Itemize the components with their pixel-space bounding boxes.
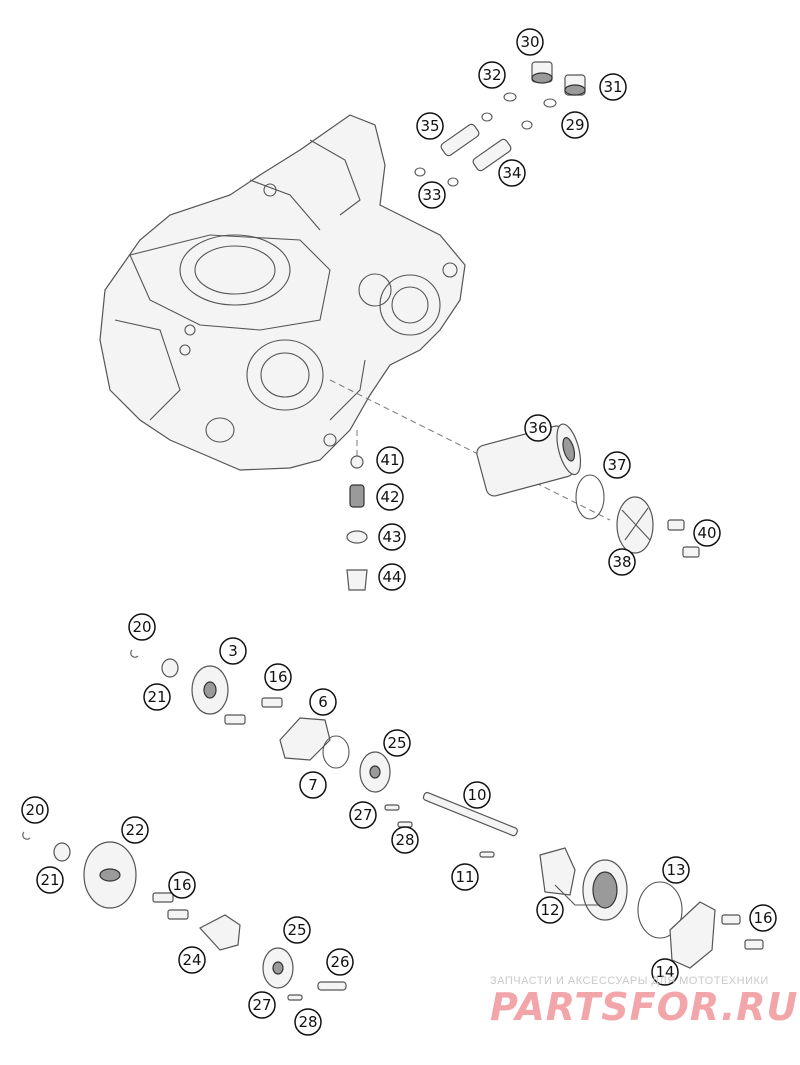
callout-7: 7 — [299, 771, 327, 799]
callout-16-text: 16 — [268, 668, 287, 686]
callout-42: 42 — [376, 483, 404, 511]
crankcase-housing — [99, 114, 466, 471]
callout-44: 44 — [378, 563, 406, 591]
callout-24-text: 24 — [182, 951, 201, 969]
callout-22: 22 — [121, 816, 149, 844]
callout-44-text: 44 — [382, 568, 401, 586]
callout-25: 25 — [383, 729, 411, 757]
callout-29: 29 — [561, 111, 589, 139]
callout-38: 38 — [608, 548, 636, 576]
part-callouts: 30 32 31 35 29 34 33 36 41 37 42 40 43 3… — [21, 28, 777, 1036]
callout-26: 26 — [326, 948, 354, 976]
callout-20b: 20 — [21, 796, 49, 824]
callout-33: 33 — [418, 181, 446, 209]
callout-37-text: 37 — [607, 456, 626, 474]
callout-10: 10 — [463, 781, 491, 809]
callout-34: 34 — [498, 159, 526, 187]
callout-3: 3 — [219, 637, 247, 665]
callout-28b-text: 28 — [298, 1013, 317, 1031]
callout-40: 40 — [693, 519, 721, 547]
callout-10-text: 10 — [467, 786, 486, 804]
callout-7-text: 7 — [308, 776, 318, 794]
callout-3-text: 3 — [228, 642, 238, 660]
callout-16b: 16 — [168, 871, 196, 899]
callout-14: 14 — [651, 958, 679, 986]
watermark-logo-text: PARTSFOR.RU — [490, 985, 799, 1029]
assembly-leader-line — [329, 379, 611, 521]
callout-14-text: 14 — [655, 963, 674, 981]
oil-pump-lower-group — [22, 831, 347, 1001]
callout-28: 28 — [391, 826, 419, 854]
callout-32: 32 — [478, 61, 506, 89]
callout-20-text: 20 — [132, 618, 151, 636]
callout-35-text: 35 — [420, 117, 439, 135]
oil-filter-group — [346, 423, 700, 591]
callout-16b-text: 16 — [172, 876, 191, 894]
pump-housing-group — [539, 847, 764, 969]
callout-11: 11 — [451, 863, 479, 891]
callout-27: 27 — [349, 801, 377, 829]
callout-12: 12 — [536, 896, 564, 924]
callout-43: 43 — [378, 523, 406, 551]
callout-30-text: 30 — [520, 33, 539, 51]
callout-21: 21 — [143, 683, 171, 711]
callout-43-text: 43 — [382, 528, 401, 546]
callout-21b: 21 — [36, 866, 64, 894]
callout-12-text: 12 — [540, 901, 559, 919]
callout-21b-text: 21 — [40, 871, 59, 889]
callout-31: 31 — [599, 73, 627, 101]
callout-25b-text: 25 — [287, 921, 306, 939]
callout-37: 37 — [603, 451, 631, 479]
callout-24: 24 — [178, 946, 206, 974]
callout-40-text: 40 — [697, 524, 716, 542]
callout-13: 13 — [662, 856, 690, 884]
callout-20: 20 — [128, 613, 156, 641]
callout-42-text: 42 — [380, 488, 399, 506]
callout-16: 16 — [264, 663, 292, 691]
callout-22-text: 22 — [125, 821, 144, 839]
callout-28-text: 28 — [395, 831, 414, 849]
callout-16c: 16 — [749, 904, 777, 932]
callout-25b: 25 — [283, 916, 311, 944]
callout-21-text: 21 — [147, 688, 166, 706]
callout-30: 30 — [516, 28, 544, 56]
callout-6: 6 — [309, 688, 337, 716]
callout-41-text: 41 — [380, 451, 399, 469]
watermark-tagline: ЗАПЧАСТИ И АКСЕССУАРЫ ДЛЯ МОТОТЕХНИКИ — [490, 975, 769, 987]
callout-6-text: 6 — [318, 693, 328, 711]
callout-26-text: 26 — [330, 953, 349, 971]
callout-29-text: 29 — [565, 116, 584, 134]
callout-27b: 27 — [248, 991, 276, 1019]
oil-pump-upper-group — [130, 649, 518, 858]
callout-13-text: 13 — [666, 861, 685, 879]
callout-20b-text: 20 — [25, 801, 44, 819]
callout-34-text: 34 — [502, 164, 521, 182]
oil-screens-and-plugs — [414, 61, 586, 187]
callout-32-text: 32 — [482, 66, 501, 84]
callout-27-text: 27 — [353, 806, 372, 824]
callout-31-text: 31 — [603, 78, 622, 96]
callout-16c-text: 16 — [753, 909, 772, 927]
callout-27b-text: 27 — [252, 996, 271, 1014]
callout-11-text: 11 — [455, 868, 474, 886]
callout-28b: 28 — [294, 1008, 322, 1036]
callout-38-text: 38 — [612, 553, 631, 571]
callout-25-text: 25 — [387, 734, 406, 752]
callout-36-text: 36 — [528, 419, 547, 437]
callout-41: 41 — [376, 446, 404, 474]
callout-33-text: 33 — [422, 186, 441, 204]
callout-36: 36 — [524, 414, 552, 442]
callout-35: 35 — [416, 112, 444, 140]
